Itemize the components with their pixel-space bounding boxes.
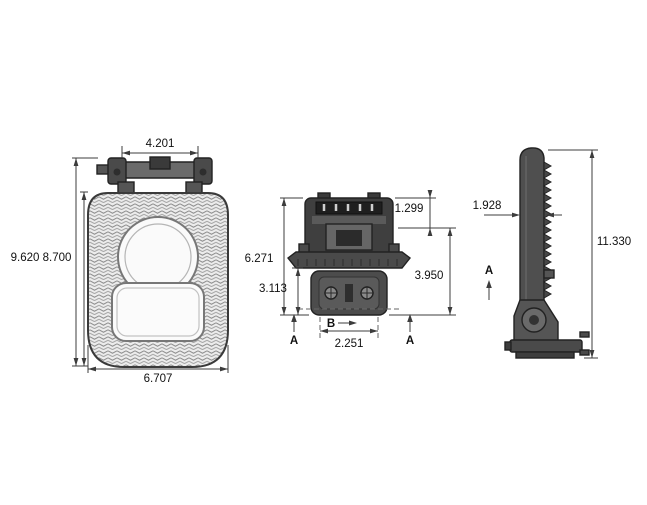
center-view: 6.271 3.113 1.299 3.950 bbox=[245, 190, 456, 350]
center-dim-overall-height: 6.271 bbox=[245, 197, 309, 316]
center-dim-right-height: 3.950 bbox=[389, 228, 456, 316]
side-section-a-label: A bbox=[485, 265, 493, 277]
front-dim-top-width: 4.201 bbox=[121, 138, 199, 158]
front-hinge-pin bbox=[96, 164, 110, 175]
side-hinge-pin bbox=[529, 315, 539, 325]
side-base-plate bbox=[509, 339, 583, 353]
side-top-width-label: 1.928 bbox=[473, 200, 502, 212]
center-top-offset-label: 1.299 bbox=[395, 203, 424, 215]
side-blade bbox=[519, 147, 555, 309]
side-base-foot bbox=[515, 351, 575, 359]
front-dim-bottom-width: 6.707 bbox=[87, 345, 229, 385]
center-dim-lower-height: 3.113 bbox=[259, 267, 303, 315]
front-dim-left-heights: 9.620 8.700 bbox=[11, 157, 98, 367]
front-hinge-left-pivot bbox=[113, 168, 121, 176]
front-hinge-right-pivot bbox=[199, 168, 207, 176]
center-dim-top-offset: 1.299 bbox=[395, 190, 456, 236]
side-bracket bbox=[504, 299, 590, 359]
center-slot-ticks bbox=[322, 204, 374, 211]
center-top-housing bbox=[298, 192, 400, 257]
center-section-a-right-marker: A bbox=[406, 314, 414, 347]
side-view: 1.928 11.330 A bbox=[473, 147, 631, 359]
section-a-left-label: A bbox=[290, 335, 298, 347]
center-right-height-label: 3.950 bbox=[415, 270, 444, 282]
center-lower-slot bbox=[345, 284, 353, 302]
section-b-label: B bbox=[327, 318, 335, 330]
front-hinge bbox=[96, 156, 213, 195]
section-a-right-label: A bbox=[406, 335, 414, 347]
center-bolt-right-cross bbox=[360, 286, 374, 300]
side-tab-lower bbox=[579, 349, 590, 356]
center-wing-serrations bbox=[297, 259, 398, 266]
center-wing-shape bbox=[287, 251, 411, 269]
side-tab-upper bbox=[579, 331, 590, 338]
center-bottom-width-label: 2.251 bbox=[335, 338, 364, 350]
front-rect-hole bbox=[111, 282, 205, 342]
center-lower-housing bbox=[298, 270, 400, 316]
center-housing-frame-inner bbox=[336, 230, 362, 246]
side-left-notch bbox=[504, 341, 512, 351]
center-housing-band bbox=[312, 216, 386, 224]
front-body-height-label: 8.700 bbox=[43, 252, 72, 264]
front-hinge-center-link bbox=[149, 156, 171, 170]
side-blade-tab bbox=[543, 269, 555, 279]
front-overall-height-label: 9.620 bbox=[11, 252, 40, 264]
side-overall-height-label: 11.330 bbox=[597, 236, 631, 248]
center-overall-height-label: 6.271 bbox=[245, 253, 274, 265]
side-dim-top-width: 1.928 bbox=[473, 200, 562, 218]
side-blade-body bbox=[519, 147, 545, 309]
center-dim-bottom-width: 2.251 bbox=[319, 317, 379, 350]
center-section-b-marker: B bbox=[327, 318, 357, 330]
front-top-width-label: 4.201 bbox=[146, 138, 175, 150]
side-dim-overall-height: 11.330 bbox=[548, 149, 631, 359]
center-section-a-left-marker: A bbox=[290, 314, 298, 347]
center-lower-height-label: 3.113 bbox=[259, 283, 287, 295]
side-section-a-marker: A bbox=[485, 265, 493, 300]
center-bolt-left-cross bbox=[324, 286, 338, 300]
front-bottom-width-label: 6.707 bbox=[144, 373, 173, 385]
front-view: 4.201 9.620 8.700 6.707 bbox=[11, 138, 229, 385]
front-rect-hole-inner bbox=[116, 287, 200, 337]
center-pedal-wings bbox=[287, 251, 411, 269]
